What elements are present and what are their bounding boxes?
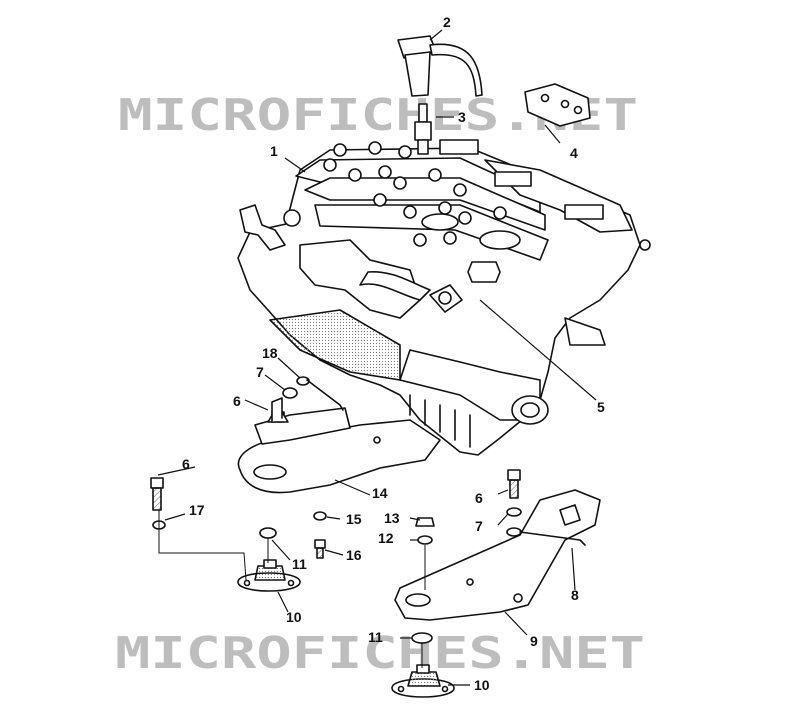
callout-16: 16	[346, 547, 362, 563]
callout-2: 2	[443, 14, 451, 30]
callout-9: 9	[530, 633, 538, 649]
callout-7-right: 7	[475, 518, 483, 534]
bolt-6-upper	[267, 397, 289, 423]
engine-assembly	[237, 139, 651, 456]
callout-18: 18	[262, 345, 278, 361]
callout-12: 12	[378, 530, 394, 546]
callout-15: 15	[346, 511, 362, 527]
callout-6-left: 6	[182, 456, 190, 472]
washer-right-lower	[506, 527, 522, 537]
callout-6-upper: 6	[233, 393, 241, 409]
rubber-mount-left	[237, 559, 301, 592]
nut-13	[415, 517, 435, 527]
washer-15	[313, 511, 327, 521]
washer-11-right	[411, 632, 433, 644]
spark-plug	[414, 103, 432, 155]
callout-17: 17	[189, 502, 205, 518]
mount-bracket-14	[237, 407, 441, 494]
bolt-6-left	[150, 477, 164, 511]
callout-7-upper: 7	[256, 364, 264, 380]
callout-8: 8	[571, 587, 579, 603]
mount-bracket-9	[394, 489, 601, 621]
callout-5: 5	[597, 399, 605, 415]
callout-1: 1	[270, 143, 278, 159]
washer-7-upper	[282, 387, 298, 399]
washer-12	[417, 535, 433, 545]
callout-3: 3	[458, 109, 466, 125]
bolt-6-right	[507, 469, 521, 499]
callout-4: 4	[570, 145, 578, 161]
callout-11-right: 11	[368, 629, 383, 645]
callouts: 1 2 3 4 5 18 7 6 6 17 14 15 16 11 10 13 …	[182, 14, 605, 693]
callout-14: 14	[372, 485, 388, 501]
callout-6-right: 6	[475, 490, 483, 506]
stud-8	[519, 531, 586, 546]
washer-7-right	[506, 507, 522, 517]
stud-18	[306, 379, 344, 411]
bolt-16	[314, 539, 326, 559]
rubber-mount-right	[391, 664, 455, 698]
callout-10-right: 10	[474, 677, 490, 693]
head-bolts	[323, 141, 507, 247]
washer-11-left	[259, 527, 277, 539]
callout-11-left: 11	[292, 556, 307, 572]
spark-plug-cap	[397, 35, 483, 97]
callout-13: 13	[384, 510, 400, 526]
watermark-bottom: MICROFICHES.NET	[115, 628, 645, 679]
rubber-block	[524, 83, 591, 127]
leader-lines	[157, 29, 597, 686]
callout-10-left: 10	[286, 609, 302, 625]
